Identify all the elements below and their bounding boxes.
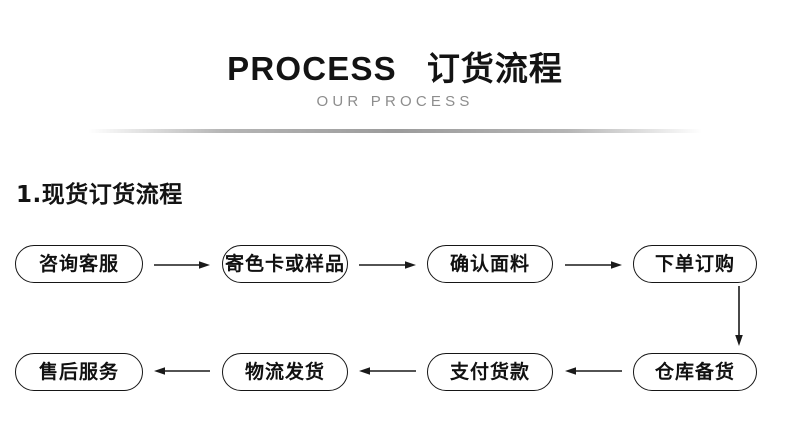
flow-node-label: 下单订购 bbox=[654, 252, 735, 275]
flow-node-row2-3[interactable]: 支付货款 bbox=[427, 353, 553, 391]
arrow-sample-to-confirm-icon bbox=[359, 258, 416, 272]
flow-node-row1-4[interactable]: 下单订购 bbox=[633, 245, 757, 283]
flow-node-row2-4[interactable]: 仓库备货 bbox=[633, 353, 757, 391]
arrow-consult-to-sample-icon bbox=[154, 258, 210, 272]
flow-node-label: 物流发货 bbox=[244, 360, 325, 383]
arrow-stock-to-pay-icon bbox=[565, 364, 622, 378]
page-subtitle: OUR PROCESS bbox=[316, 93, 474, 110]
arrow-logistics-to-service-icon bbox=[154, 364, 210, 378]
header-divider bbox=[88, 129, 702, 133]
flow-node-row1-1[interactable]: 咨询客服 bbox=[15, 245, 143, 283]
arrow-confirm-to-order-icon bbox=[565, 258, 622, 272]
arrow-order-to-stock-icon bbox=[732, 286, 746, 346]
page-title: PROCESS 订货流程 bbox=[0, 42, 790, 90]
arrow-pay-to-logistics-icon bbox=[359, 364, 416, 378]
page-header: PROCESS 订货流程 OUR PROCESS bbox=[0, 0, 790, 133]
flow-node-row2-2[interactable]: 物流发货 bbox=[222, 353, 348, 391]
flow-node-label: 售后服务 bbox=[38, 360, 119, 383]
page-title-cn: 订货流程 bbox=[426, 49, 563, 88]
flow-node-row1-2[interactable]: 寄色卡或样品 bbox=[222, 245, 348, 283]
flow-node-label: 寄色卡或样品 bbox=[224, 252, 345, 275]
section-heading: 1.现货订货流程 bbox=[16, 182, 183, 208]
flow-node-row1-3[interactable]: 确认面料 bbox=[427, 245, 553, 283]
flow-node-label: 支付货款 bbox=[449, 360, 530, 383]
page-title-en: PROCESS bbox=[227, 50, 397, 87]
flow-node-row2-1[interactable]: 售后服务 bbox=[15, 353, 143, 391]
flow-node-label: 确认面料 bbox=[449, 252, 530, 275]
flow-node-label: 仓库备货 bbox=[654, 360, 735, 383]
flow-node-label: 咨询客服 bbox=[38, 252, 119, 275]
